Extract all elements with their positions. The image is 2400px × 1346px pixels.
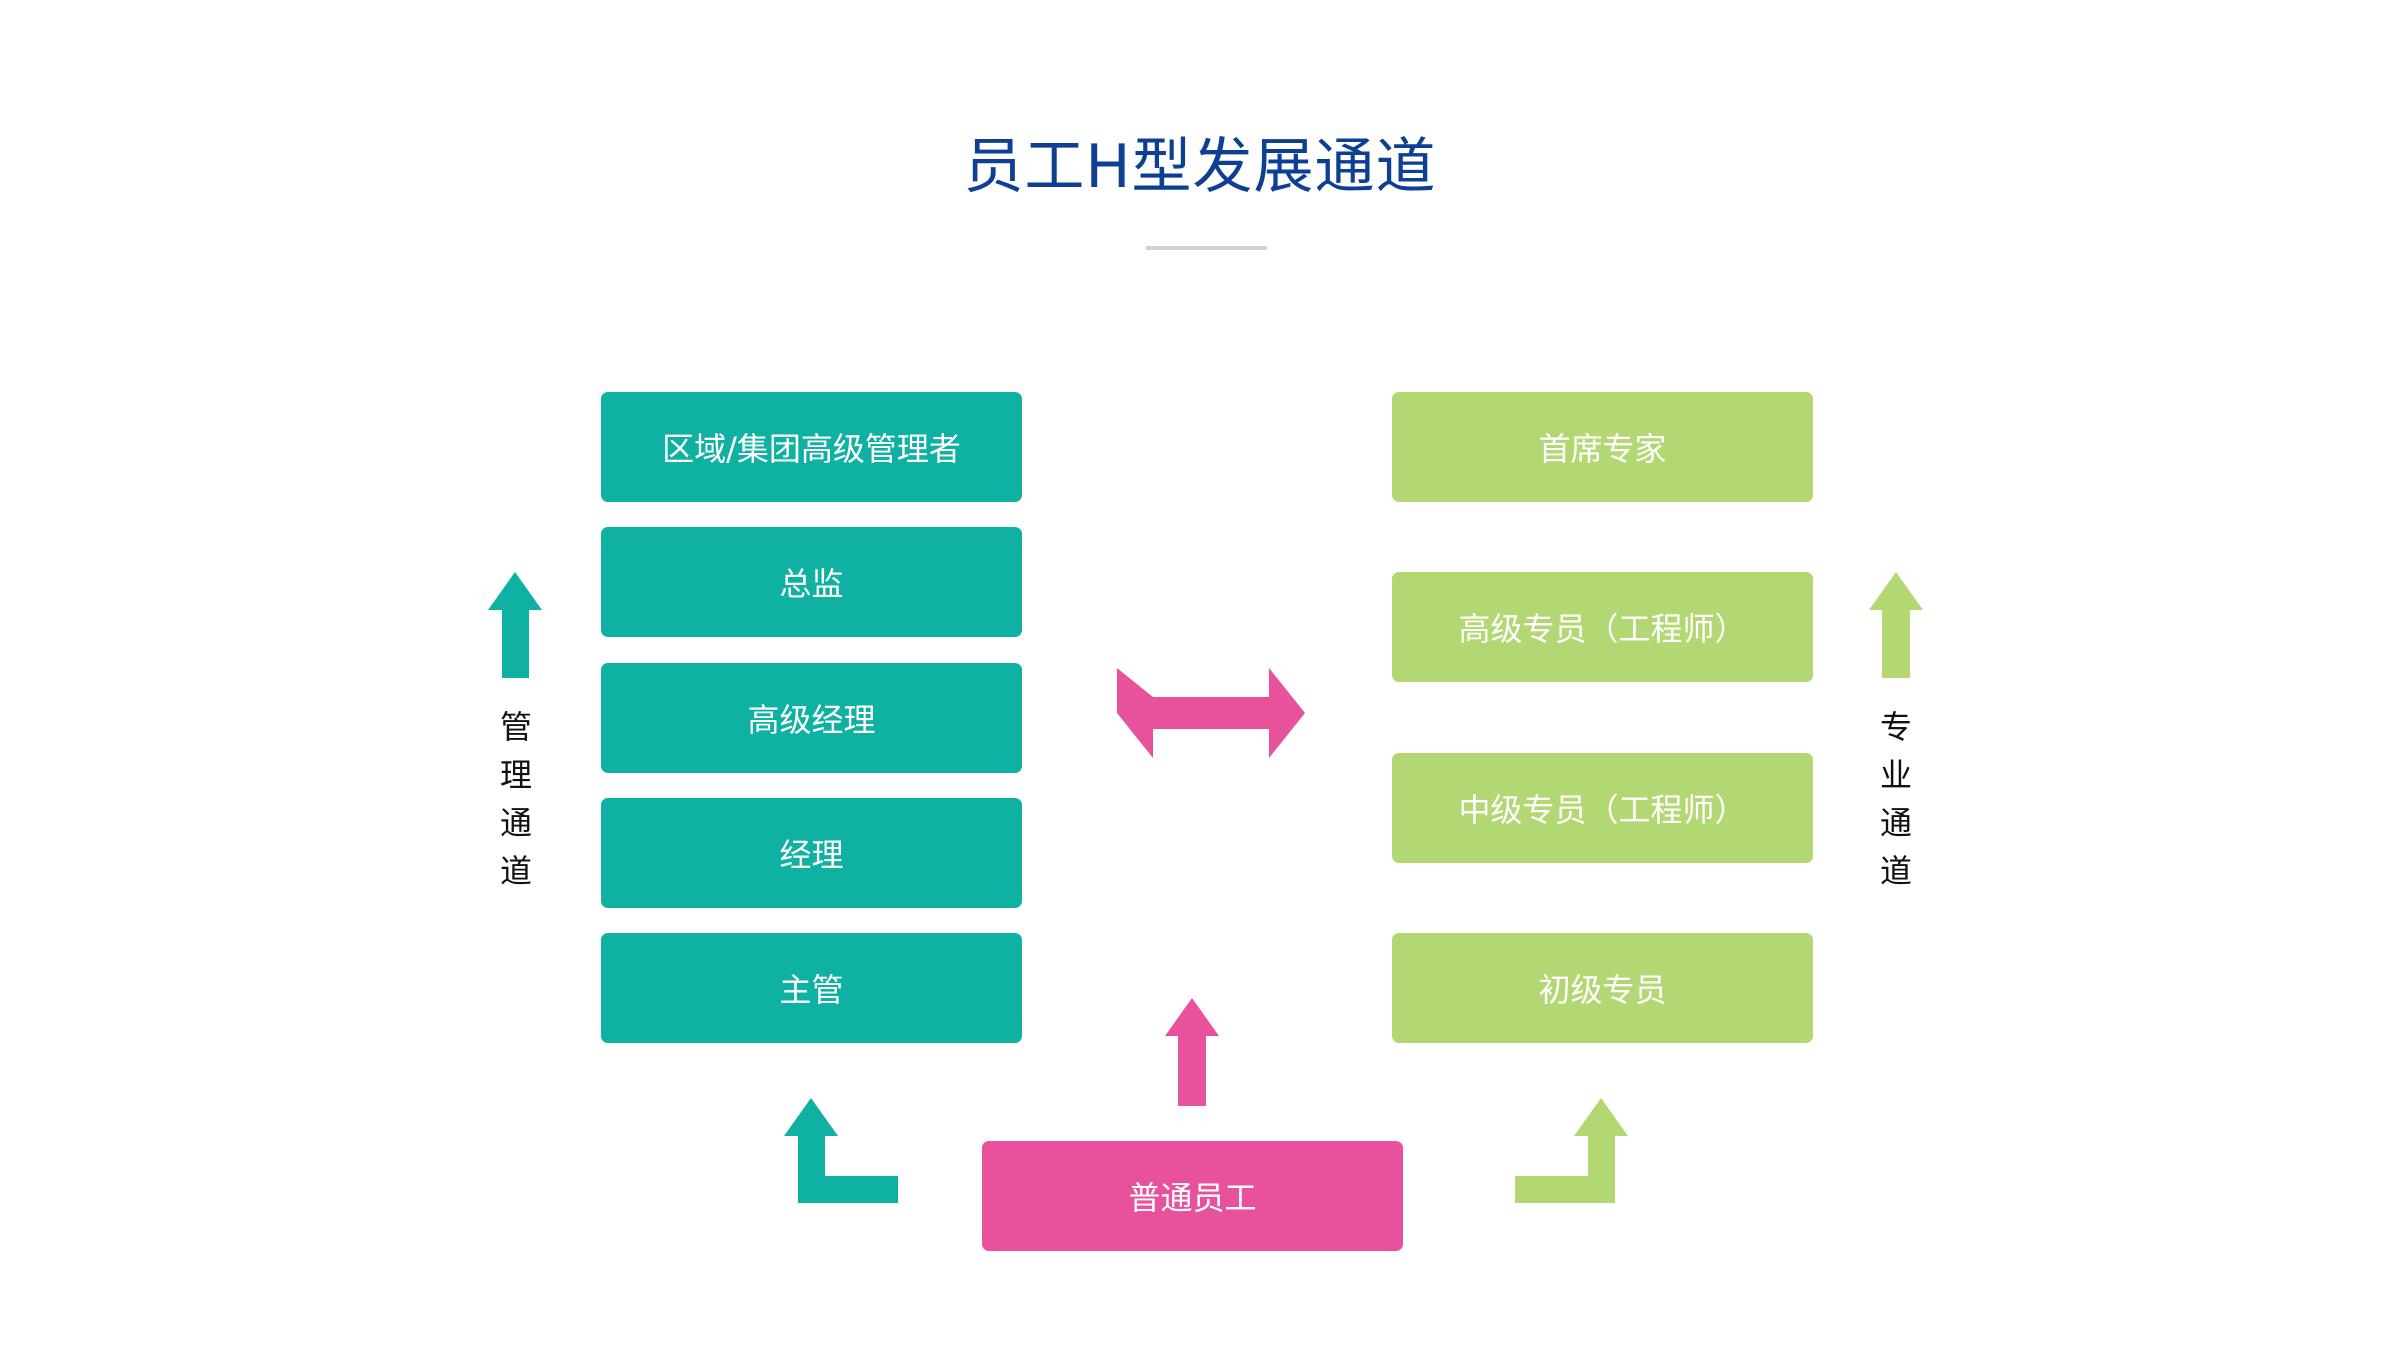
base-level-ordinary-employee: 普通员工 bbox=[982, 1141, 1403, 1251]
to-management-elbow-arrow-icon bbox=[784, 1098, 898, 1203]
mgmt-level-senior-manager: 高级经理 bbox=[601, 663, 1022, 773]
base-up-arrow-icon bbox=[1165, 998, 1219, 1106]
professional-track-label-char: 通 bbox=[1879, 804, 1912, 842]
diagram-title: 员工H型发展通道 bbox=[963, 132, 1437, 202]
professional-track-label: 专 业 通 道 bbox=[1866, 703, 1926, 895]
mgmt-level-senior-executive: 区域/集团高级管理者 bbox=[601, 392, 1022, 502]
management-track-label-char: 道 bbox=[499, 852, 532, 890]
to-professional-elbow-arrow-icon bbox=[1515, 1098, 1628, 1203]
management-up-arrow-icon bbox=[488, 572, 542, 678]
mgmt-level-supervisor: 主管 bbox=[601, 933, 1022, 1043]
title-divider bbox=[1146, 246, 1267, 250]
prof-level-chief-expert: 首席专家 bbox=[1392, 392, 1813, 502]
professional-track-label-char: 业 bbox=[1879, 756, 1912, 794]
professional-track-label-char: 道 bbox=[1879, 852, 1912, 890]
management-track-label-char: 通 bbox=[499, 804, 532, 842]
professional-up-arrow-icon bbox=[1869, 572, 1923, 678]
management-track-label-char: 管 bbox=[499, 708, 532, 746]
prof-level-mid-specialist: 中级专员（工程师） bbox=[1392, 753, 1813, 863]
mgmt-level-director: 总监 bbox=[601, 527, 1022, 637]
prof-level-junior-specialist: 初级专员 bbox=[1392, 933, 1813, 1043]
prof-level-senior-specialist: 高级专员（工程师） bbox=[1392, 572, 1813, 682]
management-track-label: 管 理 通 道 bbox=[486, 703, 546, 895]
mgmt-level-manager: 经理 bbox=[601, 798, 1022, 908]
exchange-double-arrow-icon bbox=[1117, 668, 1305, 758]
professional-track-label-char: 专 bbox=[1879, 708, 1912, 746]
management-track-label-char: 理 bbox=[499, 756, 532, 794]
